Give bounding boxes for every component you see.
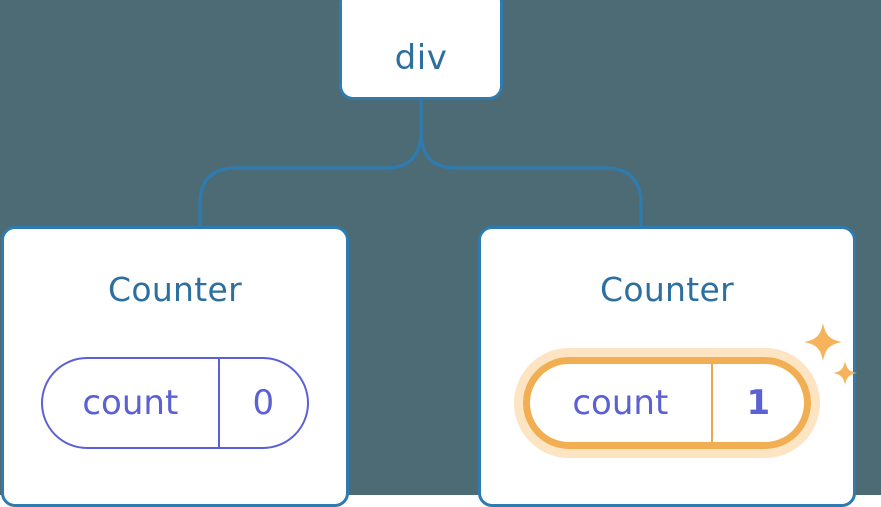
root-node-label: div xyxy=(394,38,448,78)
state-pill[interactable]: count 0 xyxy=(41,357,309,449)
tree-connector-lines xyxy=(198,98,643,230)
component-title: Counter xyxy=(108,270,242,309)
component-card-counter-right[interactable]: Counter count 1 xyxy=(478,226,857,507)
state-value: 1 xyxy=(710,364,804,442)
state-pill-highlighted[interactable]: count 1 xyxy=(523,357,811,449)
state-pill-wrapper: count 1 xyxy=(481,357,853,449)
root-node-div[interactable]: div xyxy=(339,0,503,100)
state-key: count xyxy=(82,383,179,423)
state-value: 0 xyxy=(217,359,307,447)
state-key: count xyxy=(572,383,669,423)
component-card-counter-left[interactable]: Counter count 0 xyxy=(1,226,349,507)
component-title: Counter xyxy=(600,270,734,309)
state-pill-wrapper: count 0 xyxy=(4,357,346,449)
